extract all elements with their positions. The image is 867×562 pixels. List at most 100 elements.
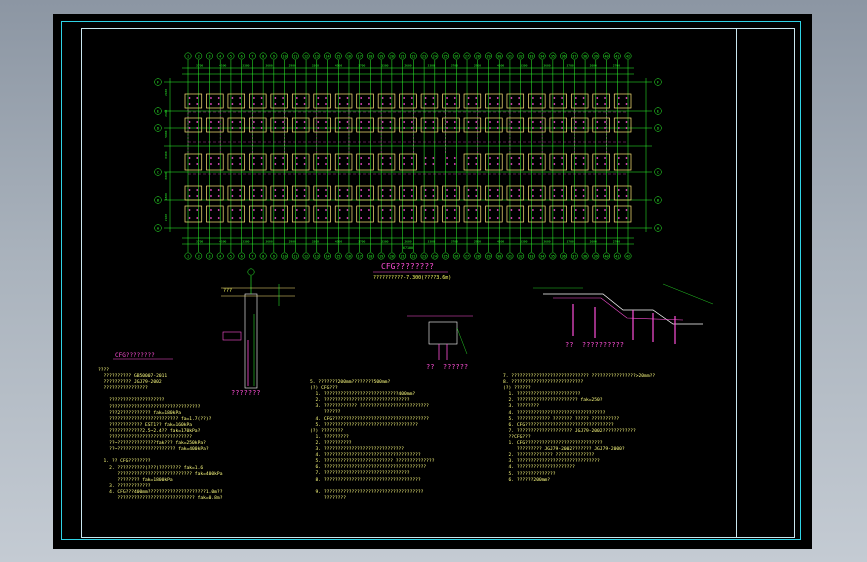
cfg-pile: [260, 217, 263, 219]
axis-label: 2: [198, 55, 200, 59]
cfg-pile: [604, 217, 606, 219]
cfg-pile: [260, 97, 263, 99]
axis-bubble: [154, 224, 162, 232]
pile-cap: [463, 185, 482, 201]
axis-label: E: [657, 109, 659, 113]
cfg-pile: [446, 189, 448, 191]
pile-cap: [356, 117, 374, 133]
axis-label: 6: [241, 55, 243, 59]
cfg-pile: [446, 209, 448, 211]
axis-bubble: [324, 52, 331, 60]
axis-label: D: [157, 126, 159, 130]
cfg-pile: [475, 209, 478, 211]
cfg-pile: [389, 195, 392, 197]
cfg-pile: [360, 217, 363, 219]
axis-bubble: [154, 168, 162, 176]
cfg-pile: [403, 217, 406, 219]
pile-cap: [206, 205, 224, 223]
cfg-pile: [274, 121, 277, 123]
axis-label: 14: [325, 55, 329, 59]
cfg-pile: [196, 217, 199, 219]
cfg-pile: [210, 103, 212, 105]
pile-cap: [313, 153, 331, 171]
cfg-pile: [596, 103, 599, 105]
axis-bubble: [227, 52, 235, 60]
cfg-pile: [410, 217, 413, 219]
cfg-pile: [239, 195, 242, 197]
dim-label: 2900: [289, 64, 296, 68]
cfg-pile: [274, 209, 277, 211]
axis-label: 15: [336, 55, 340, 59]
axis-bubble: [345, 252, 353, 260]
axis-bubble: [195, 252, 203, 260]
cfg-pile: [360, 121, 363, 123]
pile-cap: [613, 153, 632, 171]
axis-label: 24: [433, 55, 437, 59]
axis-bubble: [624, 252, 632, 260]
axis-bubble: [270, 252, 278, 260]
cfg-pile: [489, 97, 491, 99]
axis-label: 13: [315, 55, 319, 59]
cfg-pile: [210, 127, 212, 129]
pile-cap: [613, 185, 632, 201]
cfg-pile: [368, 121, 370, 123]
cfg-pile: [338, 189, 341, 191]
axis-label: 23: [422, 255, 426, 259]
axis-label: 35: [551, 55, 555, 59]
axis-bubble: [538, 52, 546, 60]
cfg-pile: [496, 157, 499, 159]
cfg-pile: [561, 209, 564, 211]
cfg-pile: [295, 127, 298, 129]
axis-bubble: [506, 52, 514, 60]
cfg-pile: [295, 209, 298, 211]
cfg-pile: [561, 103, 564, 105]
cfg-pile: [274, 217, 277, 219]
axis-label: 7: [251, 55, 253, 59]
axis-bubble: [549, 252, 557, 260]
axis-bubble: [420, 252, 428, 260]
cfg-pile: [188, 217, 191, 219]
dim-label: 3300: [520, 240, 527, 244]
axis-bubble: [517, 252, 525, 260]
pile-cap: [377, 205, 396, 223]
cfg-pile: [346, 195, 349, 197]
cfg-pile: [453, 195, 456, 197]
dim-label: 5900: [164, 130, 168, 137]
cfg-pile: [389, 163, 392, 165]
pile-cap: [420, 93, 439, 109]
cfg-pile: [239, 189, 242, 191]
pile-cap: [549, 93, 567, 109]
cfg-pile: [410, 163, 413, 165]
axis-label: 3: [208, 55, 210, 59]
cfg-pile: [561, 127, 564, 129]
cfg-pile: [496, 195, 499, 197]
cfg-pile: [561, 157, 564, 159]
axis-bubble: [654, 224, 662, 232]
note-heading: CFG????????: [115, 352, 155, 359]
axis-label: 18: [368, 255, 372, 259]
cfg-pile: [510, 121, 513, 123]
axis-label: 37: [572, 255, 576, 259]
pile-cap: [528, 117, 546, 133]
axis-label: 32: [519, 255, 523, 259]
cfg-pile: [410, 127, 413, 129]
axis-label: 15: [336, 255, 340, 259]
cfg-pile: [295, 189, 298, 191]
pile-cap: [592, 205, 610, 223]
cfg-pile: [467, 195, 470, 197]
pile-cap: [227, 205, 246, 223]
cfg-pile: [446, 127, 448, 129]
cfg-pile: [282, 189, 284, 191]
axis-label: 38: [583, 55, 587, 59]
cfg-pile: [518, 121, 521, 123]
cfg-pile: [604, 163, 606, 165]
cfg-pile: [303, 163, 306, 165]
cfg-pile: [553, 209, 556, 211]
cfg-pile: [360, 195, 363, 197]
cfg-pile: [424, 127, 427, 129]
axis-label: 7: [251, 255, 253, 259]
cfg-pile: [532, 103, 534, 105]
axis-label: 20: [390, 255, 394, 259]
cfg-pile: [325, 127, 327, 129]
cfg-pile: [446, 97, 448, 99]
